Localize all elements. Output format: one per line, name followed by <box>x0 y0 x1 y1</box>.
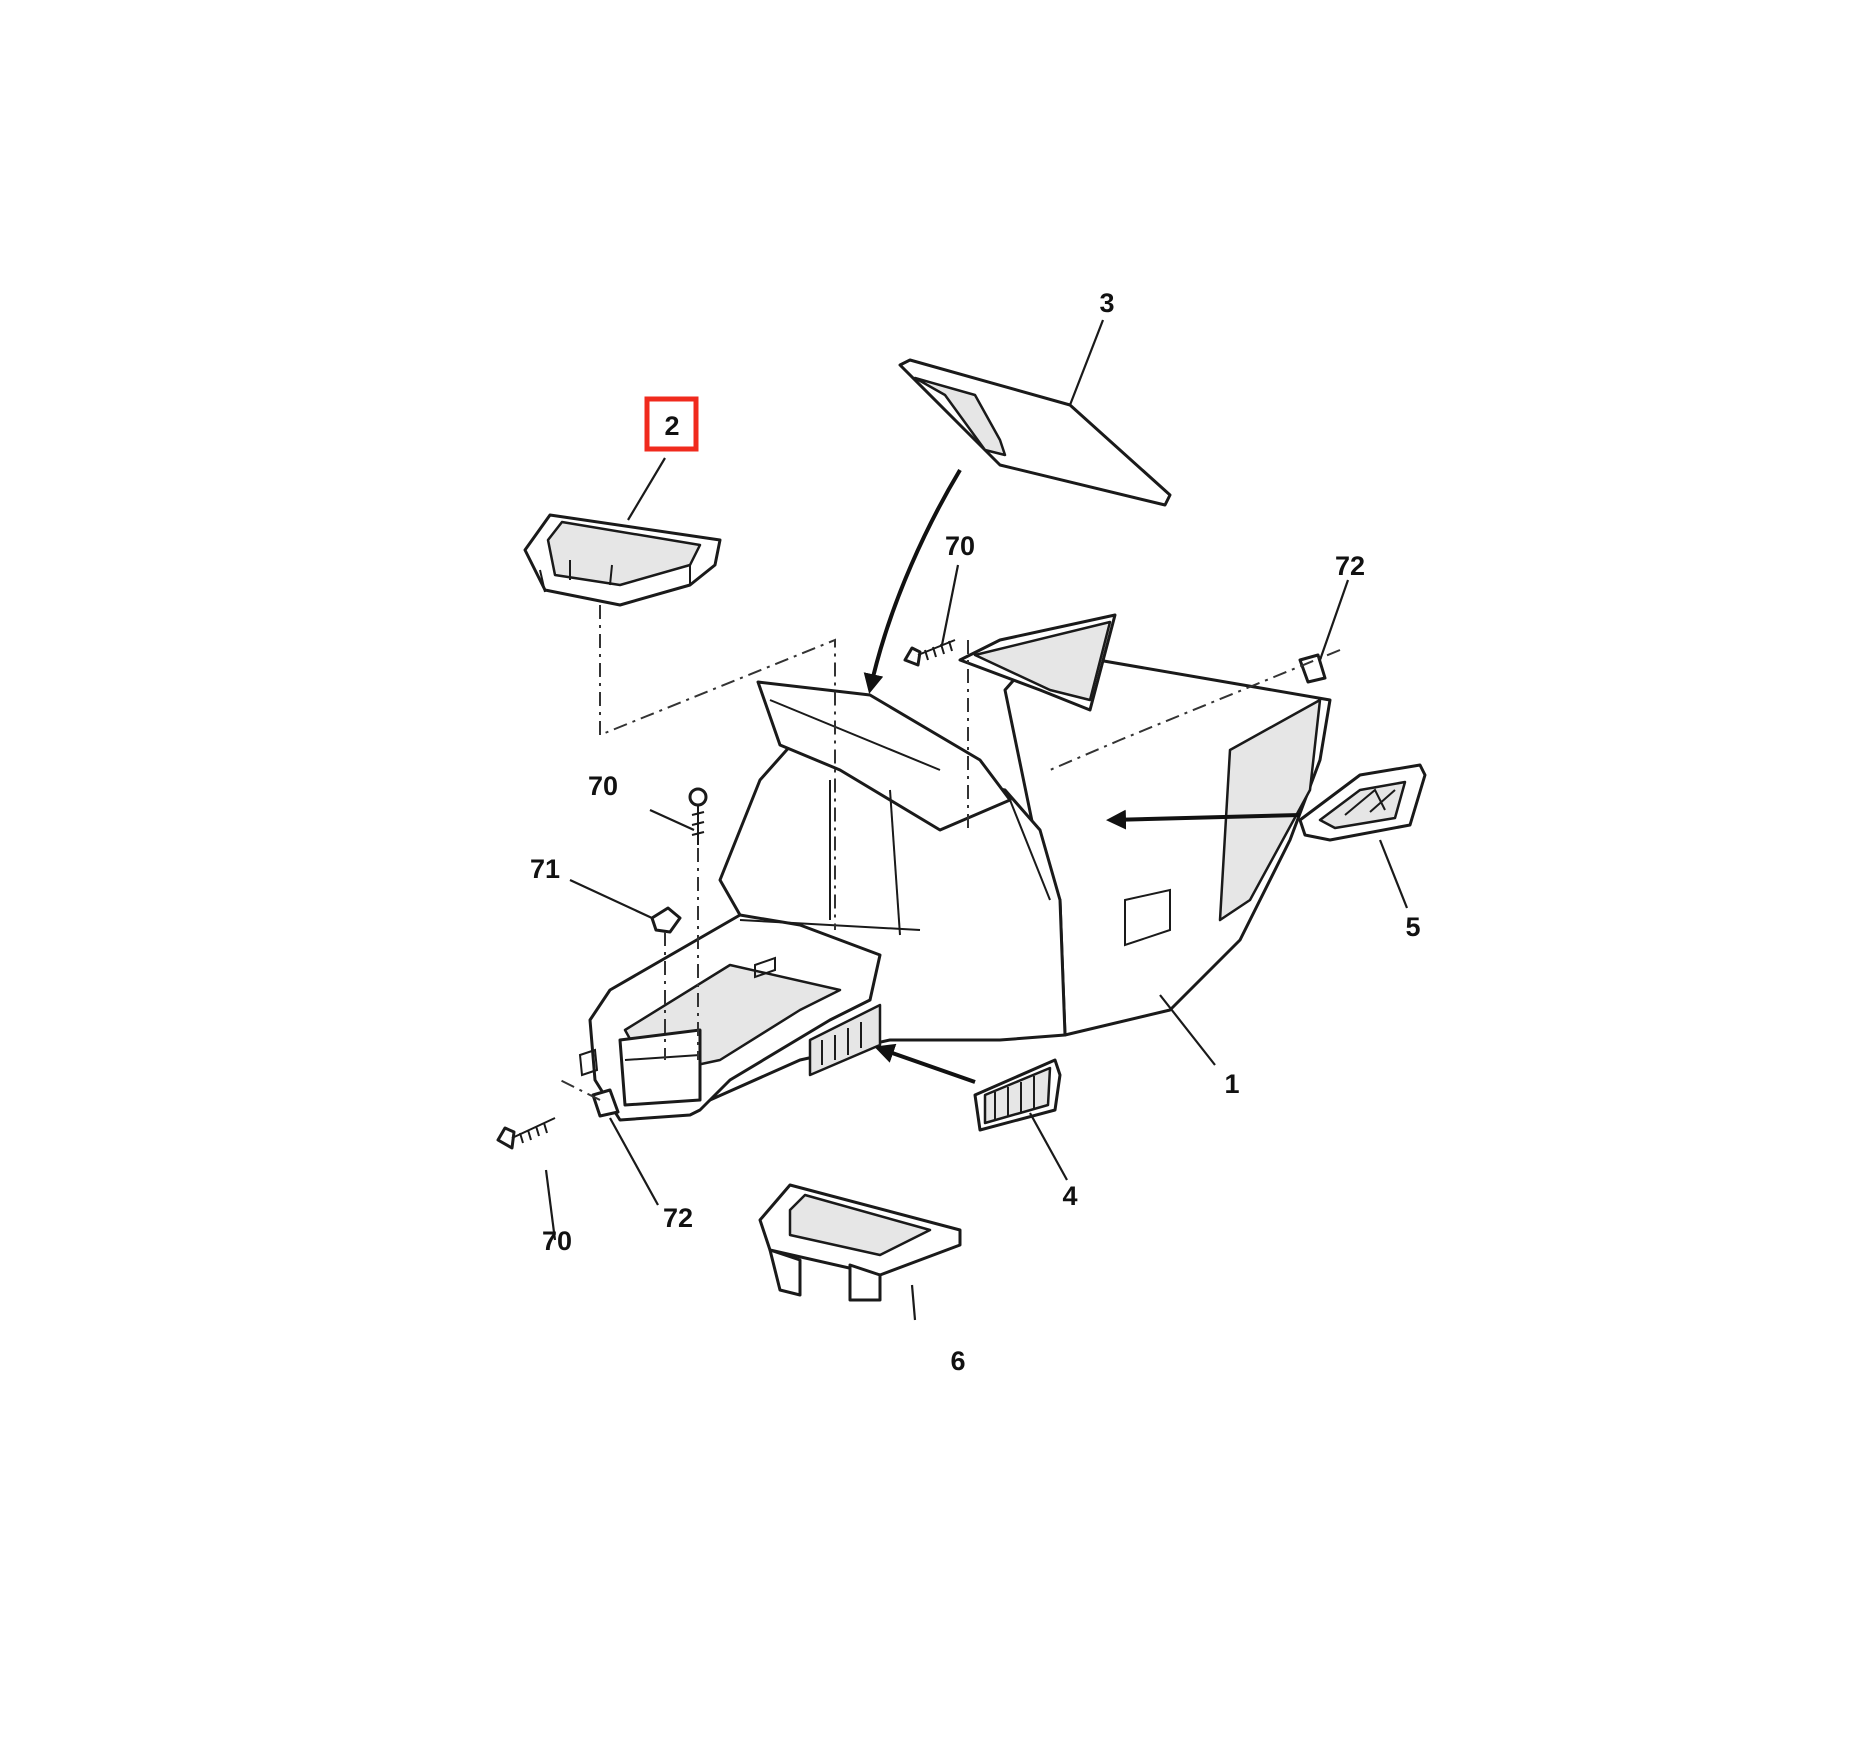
screw-70-upper <box>903 639 956 667</box>
callout-72-upper: 72 <box>1335 551 1365 581</box>
part-6-insert[interactable] <box>758 1183 962 1302</box>
center-console-body <box>578 613 1332 1122</box>
clip-72-upper <box>1298 653 1327 684</box>
part-5-trim-bezel[interactable] <box>1298 763 1427 842</box>
callout-70-middle: 70 <box>588 771 618 801</box>
clip-71 <box>650 906 682 934</box>
leader-lines <box>544 319 1409 1321</box>
assembly-arrows <box>863 468 1301 1084</box>
part-4-vent-grille[interactable] <box>973 1058 1062 1132</box>
callout-70-lower: 70 <box>542 1226 572 1256</box>
callout-70-upper: 70 <box>945 531 975 561</box>
part-2-tray[interactable] <box>523 513 722 607</box>
screw-70-lower <box>496 1117 556 1150</box>
callout-highlight-box <box>644 396 699 452</box>
callout-3: 3 <box>1099 288 1114 318</box>
callout-6: 6 <box>950 1346 965 1376</box>
callout-5: 5 <box>1405 912 1420 942</box>
screw-70-middle <box>688 787 708 845</box>
alignment-lines <box>559 605 1341 1101</box>
part-3-lid[interactable] <box>898 358 1172 507</box>
callout-72-lower: 72 <box>663 1203 693 1233</box>
clip-72-lower <box>591 1088 620 1118</box>
callout-1: 1 <box>1224 1069 1239 1099</box>
callout-4: 4 <box>1062 1181 1077 1211</box>
callout-2: 2 <box>664 411 679 441</box>
callout-71: 71 <box>530 854 560 884</box>
